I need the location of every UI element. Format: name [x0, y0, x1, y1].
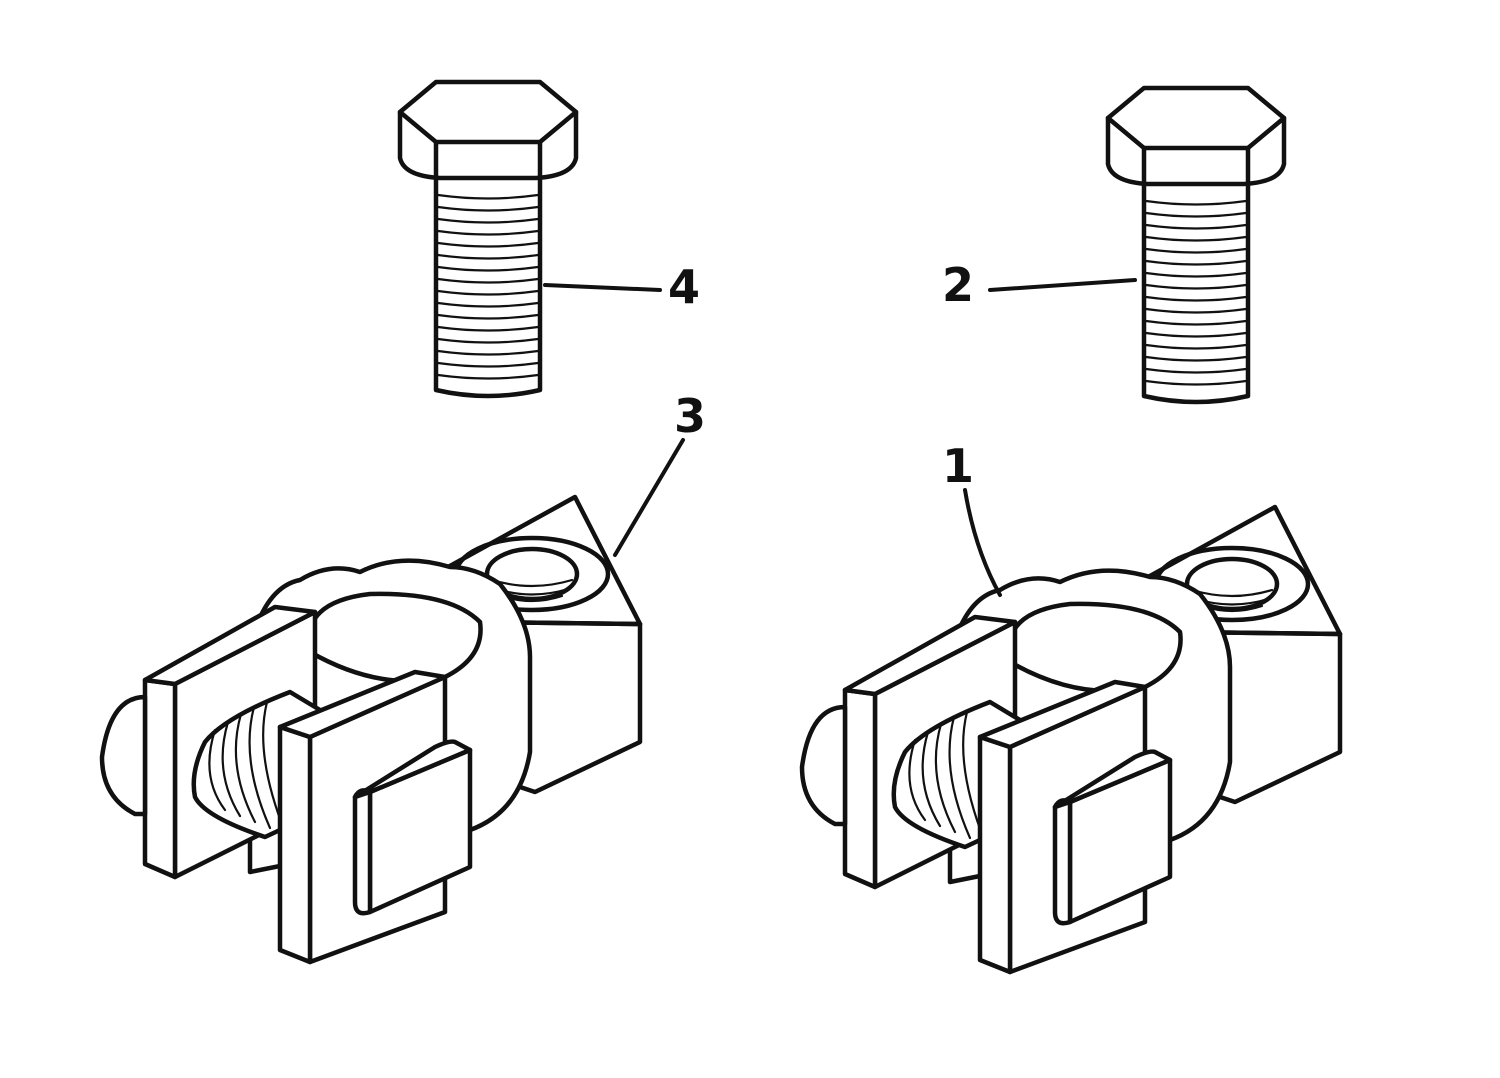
- terminal-clamp-3: [102, 497, 640, 962]
- leader-line-4: [543, 283, 662, 292]
- leader-line-3: [613, 438, 685, 557]
- hex-bolt-2: [1108, 88, 1284, 402]
- callout-2: 2: [942, 258, 975, 312]
- leader-line-2: [988, 278, 1137, 292]
- terminal-clamp-1: [802, 507, 1340, 972]
- hex-bolt-4: [400, 82, 576, 396]
- callout-4: 4: [668, 260, 701, 314]
- leader-line-1: [963, 488, 1002, 597]
- callout-3: 3: [674, 389, 707, 443]
- callout-1: 1: [942, 439, 975, 493]
